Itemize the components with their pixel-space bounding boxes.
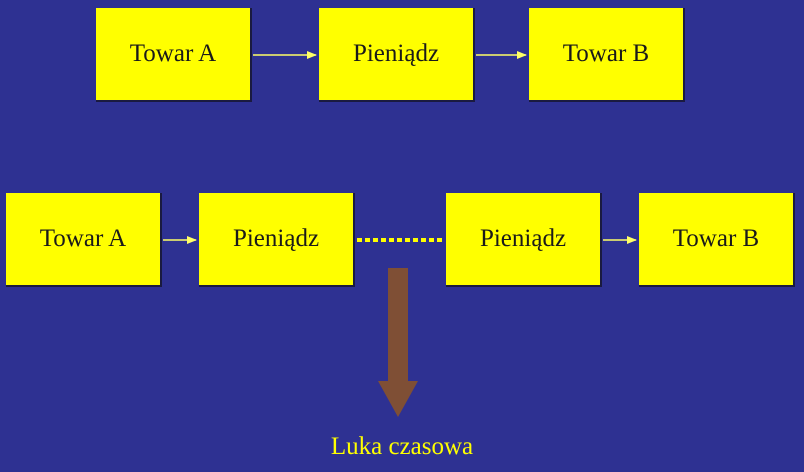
- row2-money-box-2: Pieniądz: [446, 193, 602, 287]
- row1-towar-a-label: Towar A: [129, 40, 217, 67]
- row2-money-box-1: Pieniądz: [199, 193, 355, 287]
- row2-towar-a-box: Towar A: [6, 193, 162, 287]
- row1-towar-a-box: Towar A: [96, 8, 252, 102]
- row2-towar-a-label: Towar A: [39, 225, 127, 252]
- row2-money-label-2: Pieniądz: [479, 225, 567, 252]
- row2-towar-b-label: Towar B: [672, 225, 760, 252]
- row2-money-label-1: Pieniądz: [232, 225, 320, 252]
- time-gap-down-arrow: [378, 268, 418, 417]
- time-gap-caption: Luka czasowa: [330, 433, 474, 460]
- row1-money-label: Pieniądz: [352, 40, 440, 67]
- row1-towar-b-box: Towar B: [529, 8, 685, 102]
- row1-money-box: Pieniądz: [319, 8, 475, 102]
- row1-towar-b-label: Towar B: [562, 40, 650, 67]
- row2-towar-b-box: Towar B: [639, 193, 795, 287]
